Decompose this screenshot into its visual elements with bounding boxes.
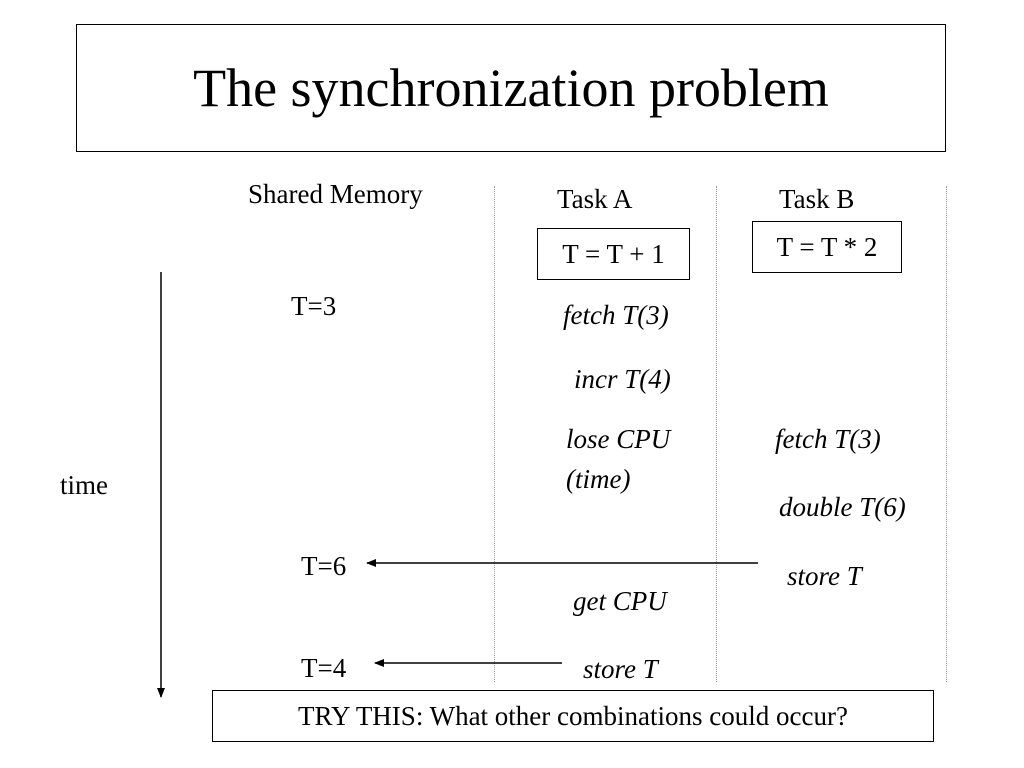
slide-title: The synchronization problem [193,58,829,118]
try-this-text: TRY THIS: What other combinations could … [298,700,848,731]
task-a-step-store: store T [583,654,658,684]
divider-task-b-edge [946,186,947,682]
title-box: The synchronization problem [76,24,946,152]
task-b-step-store: store T [787,561,862,591]
task-a-step-time: (time) [566,464,631,494]
task-b-step-fetch: fetch T(3) [775,424,881,454]
shared-memory-header: Shared Memory [248,179,423,209]
task-b-step-double: double T(6) [779,492,906,522]
task-a-step-fetch: fetch T(3) [563,300,669,330]
divider-memory-task-a [494,186,495,682]
divider-task-a-task-b [716,186,717,682]
task-a-step-incr: incr T(4) [574,364,671,394]
task-b-code-box: T = T * 2 [752,221,902,273]
task-a-header: Task A [557,184,633,214]
task-b-code: T = T * 2 [776,231,878,262]
memory-value-after-a: T=4 [301,653,347,683]
task-a-step-get-cpu: get CPU [573,586,667,616]
task-a-code: T = T + 1 [562,238,665,269]
task-a-step-lose-cpu: lose CPU [566,424,671,454]
memory-value-initial: T=3 [291,291,337,321]
memory-value-after-b: T=6 [301,551,347,581]
time-label: time [60,470,108,500]
task-a-code-box: T = T + 1 [537,228,690,280]
try-this-box: TRY THIS: What other combinations could … [212,690,934,742]
task-b-header: Task B [779,184,855,214]
